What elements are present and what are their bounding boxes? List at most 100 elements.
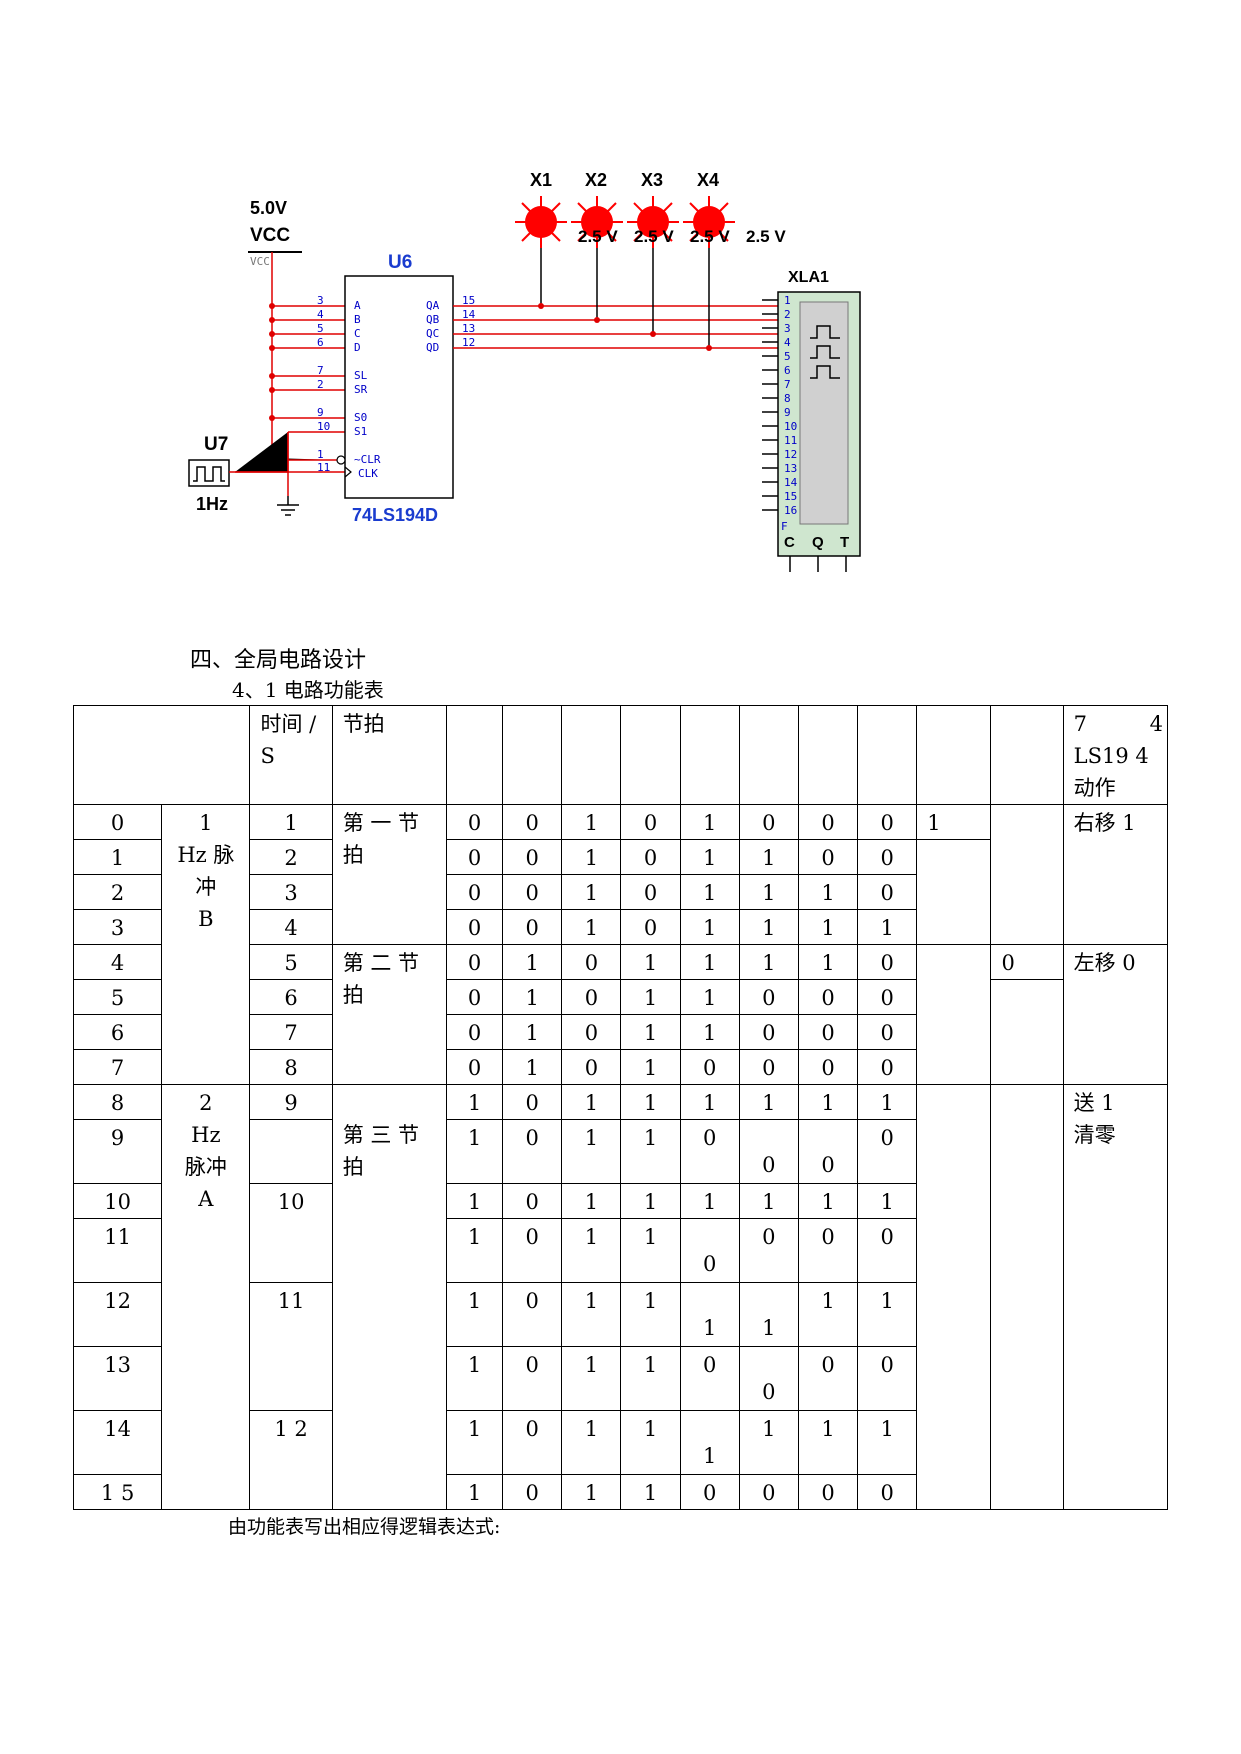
vcc-pin-label: VCC <box>250 255 270 268</box>
row-index-cell: 13 <box>72 1346 163 1411</box>
pin-name: D <box>354 341 361 354</box>
analyzer-pin-label: 3 <box>784 322 791 335</box>
bit-cell: 1 <box>561 1119 622 1184</box>
bit-cell: 1 <box>561 1084 622 1120</box>
bit-cell: 1 <box>445 1474 504 1510</box>
action-cell: 右移 1 <box>1062 804 1169 945</box>
waveform-icons <box>810 325 840 379</box>
led-probe-x3: X3 <box>627 170 679 248</box>
time-cell: 6 <box>249 979 333 1015</box>
circuit-schematic: 5.0V VCC VCC U7 1Hz U6 74LS194D 3 A 4 B … <box>188 170 861 572</box>
vcc-name-label: VCC <box>250 225 290 246</box>
bit-cell: 1 <box>620 1346 681 1411</box>
bit-cell: 1 <box>738 1183 799 1219</box>
bit-cell: 1 <box>857 1084 918 1120</box>
bit-cell: 0 <box>857 979 918 1015</box>
bit-cell: 1 <box>679 1084 740 1120</box>
bit-cell: 0 <box>797 1119 859 1184</box>
bit-cell: 0 <box>620 839 681 875</box>
bit-cell: 1 <box>620 1218 681 1283</box>
analyzer-f-label: F <box>781 520 788 533</box>
sr-input-cell <box>916 1084 992 1510</box>
bit-cell: 0 <box>620 804 681 840</box>
bit-cell: 1 <box>797 1410 859 1475</box>
led-rating: 2.5 V <box>746 227 786 246</box>
pin-num: 5 <box>317 322 324 335</box>
analyzer-pin-label: 12 <box>784 448 797 461</box>
chip-part: 74LS194D <box>352 505 438 525</box>
bit-cell: 1 <box>679 1410 740 1475</box>
bit-cell: 0 <box>738 804 799 840</box>
pin-num: 7 <box>317 364 324 377</box>
analyzer-pin-label: 1 <box>784 294 791 307</box>
pin-name: B <box>354 313 361 326</box>
pin-name: QA <box>426 299 440 312</box>
pin-name: QD <box>426 341 439 354</box>
bit-cell: 1 <box>738 909 799 945</box>
bit-cell: 1 <box>738 1282 799 1347</box>
time-cell: 5 <box>249 944 333 980</box>
led-drop-wires <box>540 236 710 348</box>
bit-cell: 0 <box>738 979 799 1015</box>
bit-cell: 0 <box>445 1014 504 1050</box>
bit-cell: 1 <box>502 944 563 980</box>
row-index-cell: 1 5 <box>72 1474 163 1510</box>
bit-cell: 0 <box>797 1346 859 1411</box>
bit-cell: 1 <box>445 1119 504 1184</box>
bit-cell: 1 <box>561 1218 622 1283</box>
bit-cell: 0 <box>561 944 622 980</box>
row-index-cell: 14 <box>72 1410 163 1475</box>
led-ratings: 2.5 V 2.5 V 2.5 V 2.5 V <box>578 227 786 246</box>
pin-num: 11 <box>317 461 330 474</box>
analyzer-pin-label: 6 <box>784 364 791 377</box>
sl-input-cell <box>990 979 1064 1085</box>
sl-input-cell <box>990 804 1064 945</box>
subsection-heading: 4、1 电路功能表 <box>232 678 384 702</box>
bit-cell: 1 <box>857 909 918 945</box>
bit-cell: 0 <box>502 839 563 875</box>
input-wires <box>235 305 345 473</box>
sr-input-cell: 1 <box>916 804 992 840</box>
led-probe-x1: X1 <box>515 170 567 248</box>
pin-num: 6 <box>317 336 324 349</box>
pin-name: ~CLR <box>354 453 381 466</box>
bit-cell: 1 <box>620 1474 681 1510</box>
analyzer-pin-label: 13 <box>784 462 797 475</box>
bit-cell: 1 <box>620 979 681 1015</box>
bit-cell: 1 <box>797 944 859 980</box>
bit-cell: 1 <box>797 1282 859 1347</box>
beat-cell: 第 一 节拍 <box>331 804 448 945</box>
bit-cell: 0 <box>502 1218 563 1283</box>
bit-cell: 1 <box>502 1049 563 1085</box>
pin-num: 13 <box>462 322 475 335</box>
bit-cell: 0 <box>857 804 918 840</box>
bit-cell: 0 <box>502 1474 563 1510</box>
bit-cell: 0 <box>738 1119 799 1184</box>
chip-ref: U6 <box>388 252 412 273</box>
bit-cell: 0 <box>857 1346 918 1411</box>
bit-cell: 1 <box>797 909 859 945</box>
bit-cell: 0 <box>502 1410 563 1475</box>
analyzer-pin-label: 4 <box>784 336 791 349</box>
chip-body <box>344 275 454 499</box>
analyzer-pin-label: 5 <box>784 350 791 363</box>
bit-cell: 0 <box>857 1049 918 1085</box>
row-index-cell: 2 <box>72 874 163 910</box>
bit-cell: 1 <box>738 944 799 980</box>
clock-ref: U7 <box>204 434 228 455</box>
bit-cell: 0 <box>502 1346 563 1411</box>
bit-cell: 1 <box>445 1084 504 1120</box>
output-wires <box>453 305 778 349</box>
bit-cell: 0 <box>445 944 504 980</box>
row-index-cell: 0 <box>72 804 163 840</box>
bit-cell: 1 <box>738 839 799 875</box>
bit-cell: 1 <box>620 1282 681 1347</box>
bit-cell: 0 <box>857 874 918 910</box>
led-ref: X4 <box>697 170 719 190</box>
